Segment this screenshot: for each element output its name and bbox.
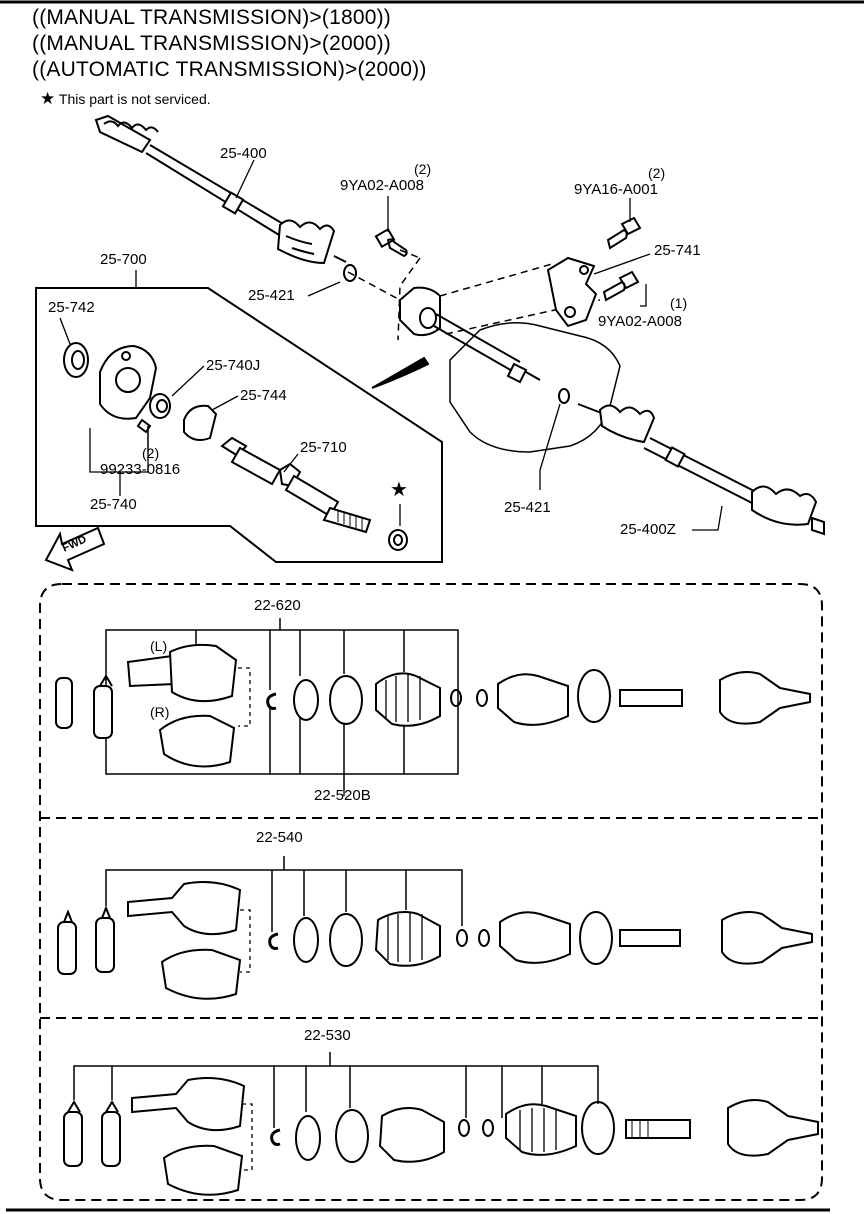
qty-9ya02-a008-right: (1) [670,295,688,311]
bolt-9ya02-a008-left [374,227,408,258]
qty-99233-0816: (2) [142,445,160,461]
label-9ya16-a001: 9YA16-A001 [574,181,658,198]
bolt-9ya16-a001 [606,216,642,250]
star-icon: ★ [390,479,408,501]
ring-not-serviced [388,529,408,551]
label-right-marker: (R) [150,704,170,720]
not-serviced-note: ★ This part is not serviced. [40,89,211,109]
label-9ya02-a008-left: 9YA02-A008 [340,177,424,194]
clip-25-421-upper [343,264,357,282]
label-25-700: 25-700 [100,251,147,268]
label-9ya02-a008-right: 9YA02-A008 [598,313,682,330]
fwd-arrow-icon [44,526,106,572]
row1-parts [55,643,811,768]
qty-9ya02-a008-left: (2) [414,161,432,177]
bracket-25-741 [546,256,598,328]
seal-25-742 [63,342,89,378]
bearing-25-740j [149,393,171,419]
label-99233-0816: 99233-0816 [100,461,181,478]
label-left-marker: (L) [150,638,168,654]
shaft-25-710 [220,436,372,534]
header-line-1: ((MANUAL TRANSMISSION)>(1800)) [32,6,391,29]
bolt-9ya02-a008-right [602,270,640,302]
label-25-740j: 25-740J [206,357,261,374]
label-25-400: 25-400 [220,145,267,162]
dust-seal-25-744 [183,404,218,441]
kit-panel [39,583,823,1201]
driveshaft-25-400z [577,403,825,536]
box-25-700 [35,287,443,563]
label-25-400z: 25-400Z [620,521,676,538]
row3-parts [63,1077,819,1196]
label-22-540: 22-540 [256,829,303,846]
label-22-530: 22-530 [304,1027,351,1044]
label-22-520b: 22-520B [314,787,371,804]
label-25-710: 25-710 [300,439,347,456]
label-25-421-upper: 25-421 [248,287,295,304]
row2-parts [57,881,813,1000]
clip-25-421-lower [558,388,570,404]
qty-9ya16-a001: (2) [648,165,666,181]
star-icon: ★ [40,89,56,108]
label-25-740: 25-740 [90,496,137,513]
bearing-housing [99,344,158,420]
label-25-744: 25-744 [240,387,287,404]
driveshaft-25-400 [94,114,347,265]
label-25-742: 25-742 [48,299,95,316]
center-bearing [399,286,541,384]
label-25-421-lower: 25-421 [504,499,551,516]
label-25-741: 25-741 [654,242,701,259]
note-text: This part is not serviced. [58,91,211,107]
label-22-620: 22-620 [254,597,301,614]
header-line-2: ((MANUAL TRANSMISSION)>(2000)) [32,32,391,55]
header-line-3: ((AUTOMATIC TRANSMISSION)>(2000)) [32,58,427,81]
